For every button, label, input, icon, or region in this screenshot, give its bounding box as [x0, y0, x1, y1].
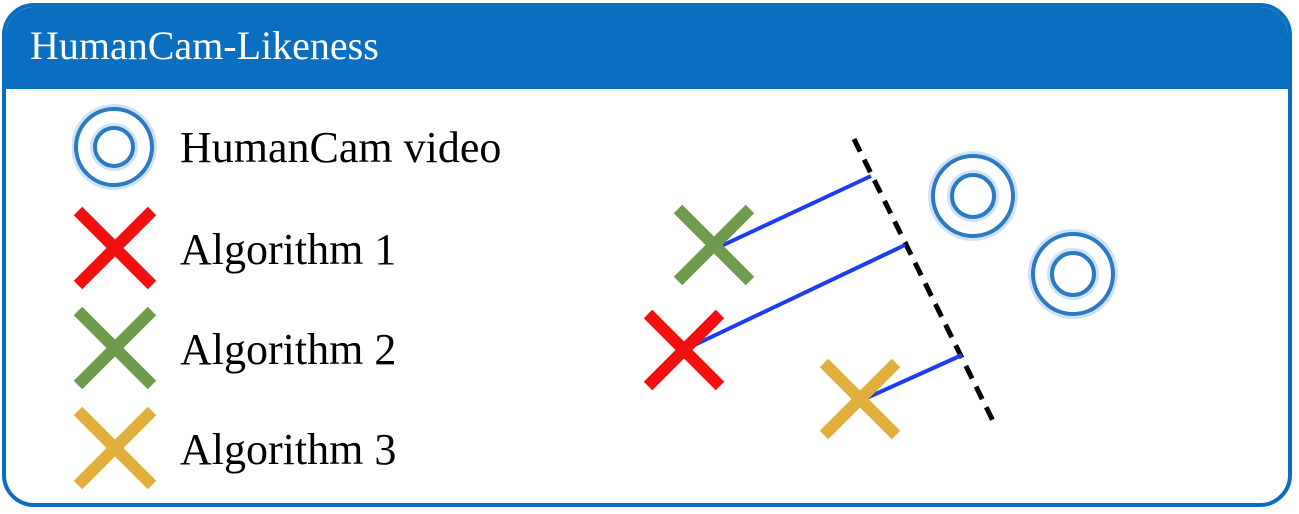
- yellow-cross-icon: [819, 358, 901, 440]
- panel-header: HumanCam-Likeness: [6, 7, 1288, 89]
- legend-item-algorithm-3: Algorithm 3: [6, 405, 566, 495]
- yellow-cross-icon: [73, 406, 157, 490]
- double-ring-icon: [1028, 229, 1118, 319]
- green-cross-icon: [673, 204, 755, 286]
- projection-line-algorithm-1: [683, 243, 906, 352]
- projection-line-algorithm-3: [859, 353, 963, 403]
- red-cross-icon: [643, 309, 725, 391]
- legend-label: Algorithm 3: [180, 425, 397, 474]
- legend-item-algorithm-2: Algorithm 2: [6, 305, 566, 395]
- legend-label: Algorithm 2: [180, 325, 397, 374]
- red-cross-icon: [73, 206, 157, 290]
- legend-label: HumanCam video: [180, 123, 502, 172]
- double-ring-icon: [72, 104, 157, 190]
- legend-item-algorithm-1: Algorithm 1: [6, 205, 566, 295]
- green-cross-icon: [73, 306, 157, 390]
- legend-label: Algorithm 1: [180, 225, 397, 274]
- projection-line-algorithm-2: [718, 174, 872, 249]
- dashed-boundary-line: [851, 137, 999, 429]
- legend-item-humancam: HumanCam video: [6, 103, 566, 193]
- panel-title: HumanCam-Likeness: [30, 23, 379, 68]
- panel-card: HumanCam-Likeness HumanCam video Algorit…: [2, 3, 1292, 507]
- double-ring-icon: [928, 151, 1018, 241]
